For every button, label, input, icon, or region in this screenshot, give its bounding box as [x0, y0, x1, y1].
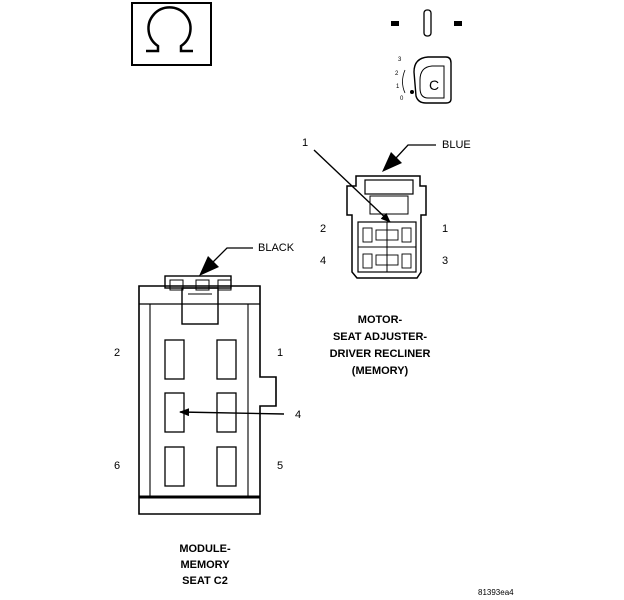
motor-pin-2: 2 — [320, 223, 327, 235]
dial-mark-2: 2 — [395, 71, 399, 77]
module-pin-2: 2 — [114, 347, 121, 359]
module-title-line-2: MEMORY — [180, 559, 230, 571]
callout-4-leader — [179, 408, 285, 417]
motor-pin-3: 3 — [442, 255, 449, 267]
module-connector-body — [138, 275, 277, 515]
module-pin-5: 5 — [277, 460, 284, 472]
module-wire-color: BLACK — [258, 242, 295, 254]
black-wire-leader — [199, 247, 253, 276]
motor-callout-number: 1 — [302, 137, 309, 149]
module-callout-number: 4 — [295, 409, 302, 421]
motor-pin-4: 4 — [320, 255, 327, 267]
motor-connector-title: MOTOR- SEAT ADJUSTER- DRIVER RECLINER (M… — [310, 312, 450, 380]
module-connector-title: MODULE- MEMORY SEAT C2 — [140, 541, 270, 589]
motor-title-line-2: SEAT ADJUSTER- — [332, 331, 428, 343]
omega-symbol-icon — [131, 2, 212, 66]
motor-pin-1: 1 — [442, 223, 449, 235]
motor-title-line-3: DRIVER RECLINER — [329, 348, 431, 360]
dial-mark-1: 1 — [396, 84, 400, 90]
module-title-line-1: MODULE- — [179, 543, 231, 555]
module-title-line-3: SEAT C2 — [182, 575, 228, 587]
motor-title-line-1: MOTOR- — [357, 314, 403, 326]
figure-id: 81393ea4 — [478, 588, 514, 597]
motor-title-line-4: (MEMORY) — [351, 365, 409, 377]
motor-connector-body — [346, 175, 427, 279]
dial-mark-3: 3 — [398, 57, 402, 63]
motor-wire-color: BLUE — [442, 139, 471, 151]
key-dial-icon — [391, 9, 462, 104]
module-pin-1: 1 — [277, 347, 284, 359]
module-pin-6: 6 — [114, 460, 121, 472]
dial-face-letter: C — [429, 77, 440, 93]
dial-mark-0: 0 — [400, 96, 404, 102]
blue-wire-leader — [382, 144, 436, 172]
